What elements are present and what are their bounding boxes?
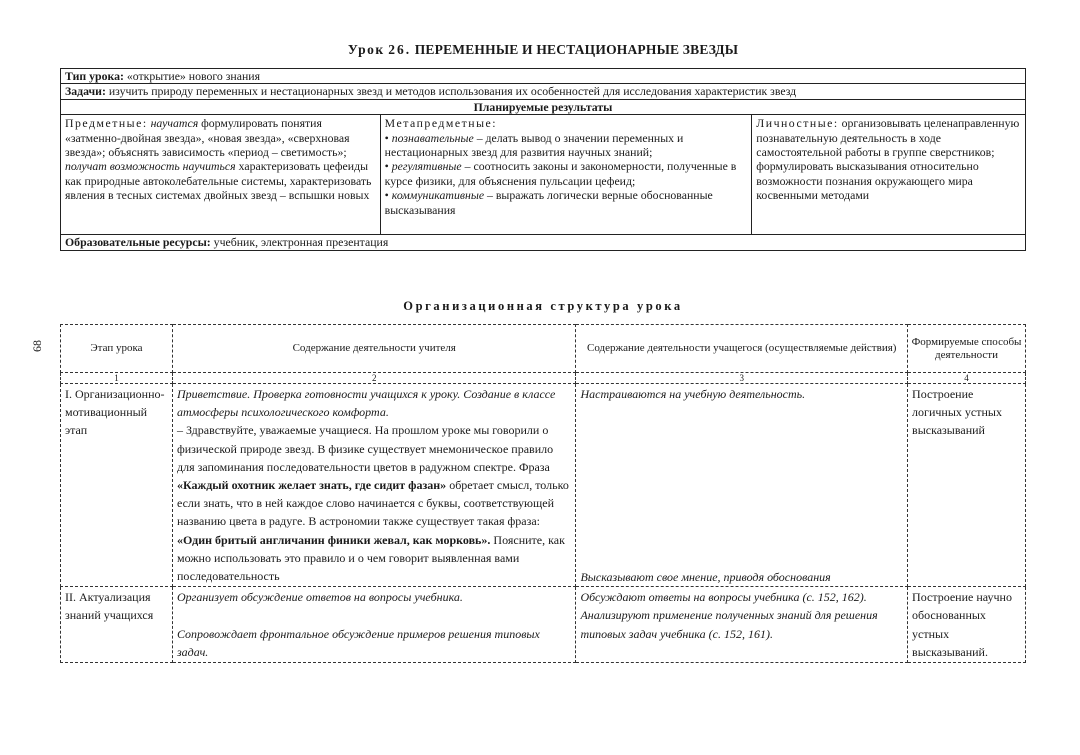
- header-student: Содержание деятельности учащегося (осуще…: [575, 324, 909, 373]
- column-number: 4: [907, 372, 1026, 384]
- subject-results-cell: Предметные: научатся формулировать понят…: [60, 114, 381, 236]
- tasks-row: Задачи: изучить природу переменных и нес…: [60, 83, 1026, 100]
- stage-cell: II. Актуализация знаний учащихся: [60, 586, 173, 664]
- lesson-type-row: Тип урока: «открытие» нового знания: [60, 67, 1026, 85]
- teacher-text: Поясните, как можно использовать это пра…: [176, 532, 565, 584]
- teacher-italic-text: Сопровождает фронтальное обсуждение прим…: [176, 626, 540, 659]
- subject-text-opportunity: получат возможность научиться: [65, 159, 236, 174]
- meta-kind: регулятивные: [391, 159, 462, 174]
- subject-text-learn: научатся: [150, 116, 199, 131]
- teacher-bold-phrase: «Один бритый англичанин финики жевал, ка…: [176, 532, 491, 547]
- lesson-type-value: «открытие» нового знания: [126, 69, 261, 83]
- tasks-label: Задачи:: [65, 84, 106, 99]
- meta-text: – делать вывод о значении переменных и н…: [384, 130, 684, 160]
- personal-results-label: Личностные:: [756, 116, 839, 131]
- student-text: Настраиваются на учебную деятельность.: [580, 387, 806, 401]
- planned-results-row: Планируемые результаты: [60, 98, 1026, 116]
- stage-cell: I. Организационно-мотивационный этап: [60, 382, 173, 588]
- teacher-italic-text: Приветствие. Проверка готовности учащихс…: [176, 387, 556, 420]
- teacher-cell: Приветствие. Проверка готовности учащихс…: [171, 382, 577, 588]
- personal-results-text: организовывать целенаправленную познават…: [756, 116, 1020, 203]
- lesson-number: 26.: [388, 42, 412, 57]
- student-cell: Обсуждают ответы на вопросы учебника (с.…: [575, 586, 909, 664]
- skills-cell: Построение научно обоснованных устных вы…: [907, 586, 1026, 664]
- lesson-name: ПЕРЕМЕННЫЕ И НЕСТАЦИОНАРНЫЕ ЗВЕЗДЫ: [414, 42, 739, 57]
- student-text: Анализируют применение полученных знаний…: [580, 608, 878, 641]
- meta-item-communicative: • коммуникативные – выражать логически в…: [384, 188, 713, 217]
- personal-results-cell: Личностные: организовывать целенаправлен…: [751, 114, 1026, 236]
- lesson-structure-table: Этап урока Содержание деятельности учите…: [60, 324, 1026, 664]
- teacher-text: обретает смысл, только если знать, что в…: [176, 478, 569, 529]
- header-teacher: Содержание деятельности учителя: [171, 324, 577, 373]
- student-cell: Настраиваются на учебную деятельность. В…: [575, 382, 909, 588]
- column-number: 2: [171, 372, 577, 384]
- student-text: Высказывают свое мнение, приводя обоснов…: [580, 570, 831, 585]
- meta-item-cognitive: • познавательные – делать вывод о значен…: [384, 130, 684, 160]
- subject-text-formulate: формулировать понятия «затменно-двойная …: [65, 116, 350, 160]
- results-row: Предметные: научатся формулировать понят…: [60, 114, 1026, 236]
- lesson-info-table: Тип урока: «открытие» нового знания Зада…: [60, 67, 1026, 251]
- meta-text: – выражать логически верные обоснованные…: [384, 188, 713, 217]
- tasks-value: изучить природу переменных и нестационар…: [108, 84, 797, 99]
- resources-value: учебник, электронная презентация: [213, 235, 389, 250]
- meta-results-label: Метапредметные:: [384, 116, 498, 131]
- teacher-cell: Организует обсуждение ответов на вопросы…: [171, 586, 577, 664]
- header-skills: Формируемые способы деятельности: [907, 324, 1026, 373]
- column-number-row: 1 2 3 4: [60, 372, 1026, 384]
- subject-results-label: Предметные:: [65, 116, 148, 131]
- table-row: II. Актуализация знаний учащихся Организ…: [60, 586, 1026, 664]
- header-stage: Этап урока: [60, 324, 173, 373]
- structure-header-row: Этап урока Содержание деятельности учите…: [60, 324, 1026, 373]
- planned-results-header: Планируемые результаты: [60, 98, 1026, 116]
- table-row: I. Организационно-мотивационный этап При…: [60, 382, 1026, 588]
- teacher-bold-phrase: «Каждый охотник желает знать, где сидит …: [176, 478, 447, 493]
- lesson-type-label: Тип урока:: [65, 69, 124, 83]
- meta-text: – соотносить законы и закономерности, по…: [384, 159, 737, 188]
- meta-kind: познавательные: [391, 130, 474, 145]
- teacher-italic-text: Организует обсуждение ответов на вопросы…: [176, 590, 463, 605]
- resources-row: Образовательные ресурсы: учебник, электр…: [60, 234, 1026, 251]
- teacher-text: – Здравствуйте, уважаемые учащиеся. На п…: [176, 423, 554, 474]
- meta-results-cell: Метапредметные: • познавательные – делат…: [379, 114, 753, 236]
- org-structure-title: Организационная структура урока: [403, 299, 683, 313]
- page-number: 68: [30, 340, 44, 352]
- lesson-title: Урок 26. ПЕРЕМЕННЫЕ И НЕСТАЦИОНАРНЫЕ ЗВЕ…: [60, 42, 1026, 58]
- resources-label: Образовательные ресурсы:: [65, 235, 211, 250]
- column-number: 1: [60, 372, 173, 384]
- subject-text-characterize: характеризовать цефеиды как природные ав…: [65, 159, 372, 203]
- skills-cell: Построение логичных устных высказываний: [907, 382, 1026, 588]
- meta-kind: коммуникативные: [391, 188, 485, 203]
- column-number: 3: [575, 372, 909, 384]
- lesson-prefix: Урок: [347, 42, 385, 57]
- student-text: Обсуждают ответы на вопросы учебника (с.…: [580, 590, 867, 605]
- meta-item-regulatory: • регулятивные – соотносить законы и зак…: [384, 159, 737, 188]
